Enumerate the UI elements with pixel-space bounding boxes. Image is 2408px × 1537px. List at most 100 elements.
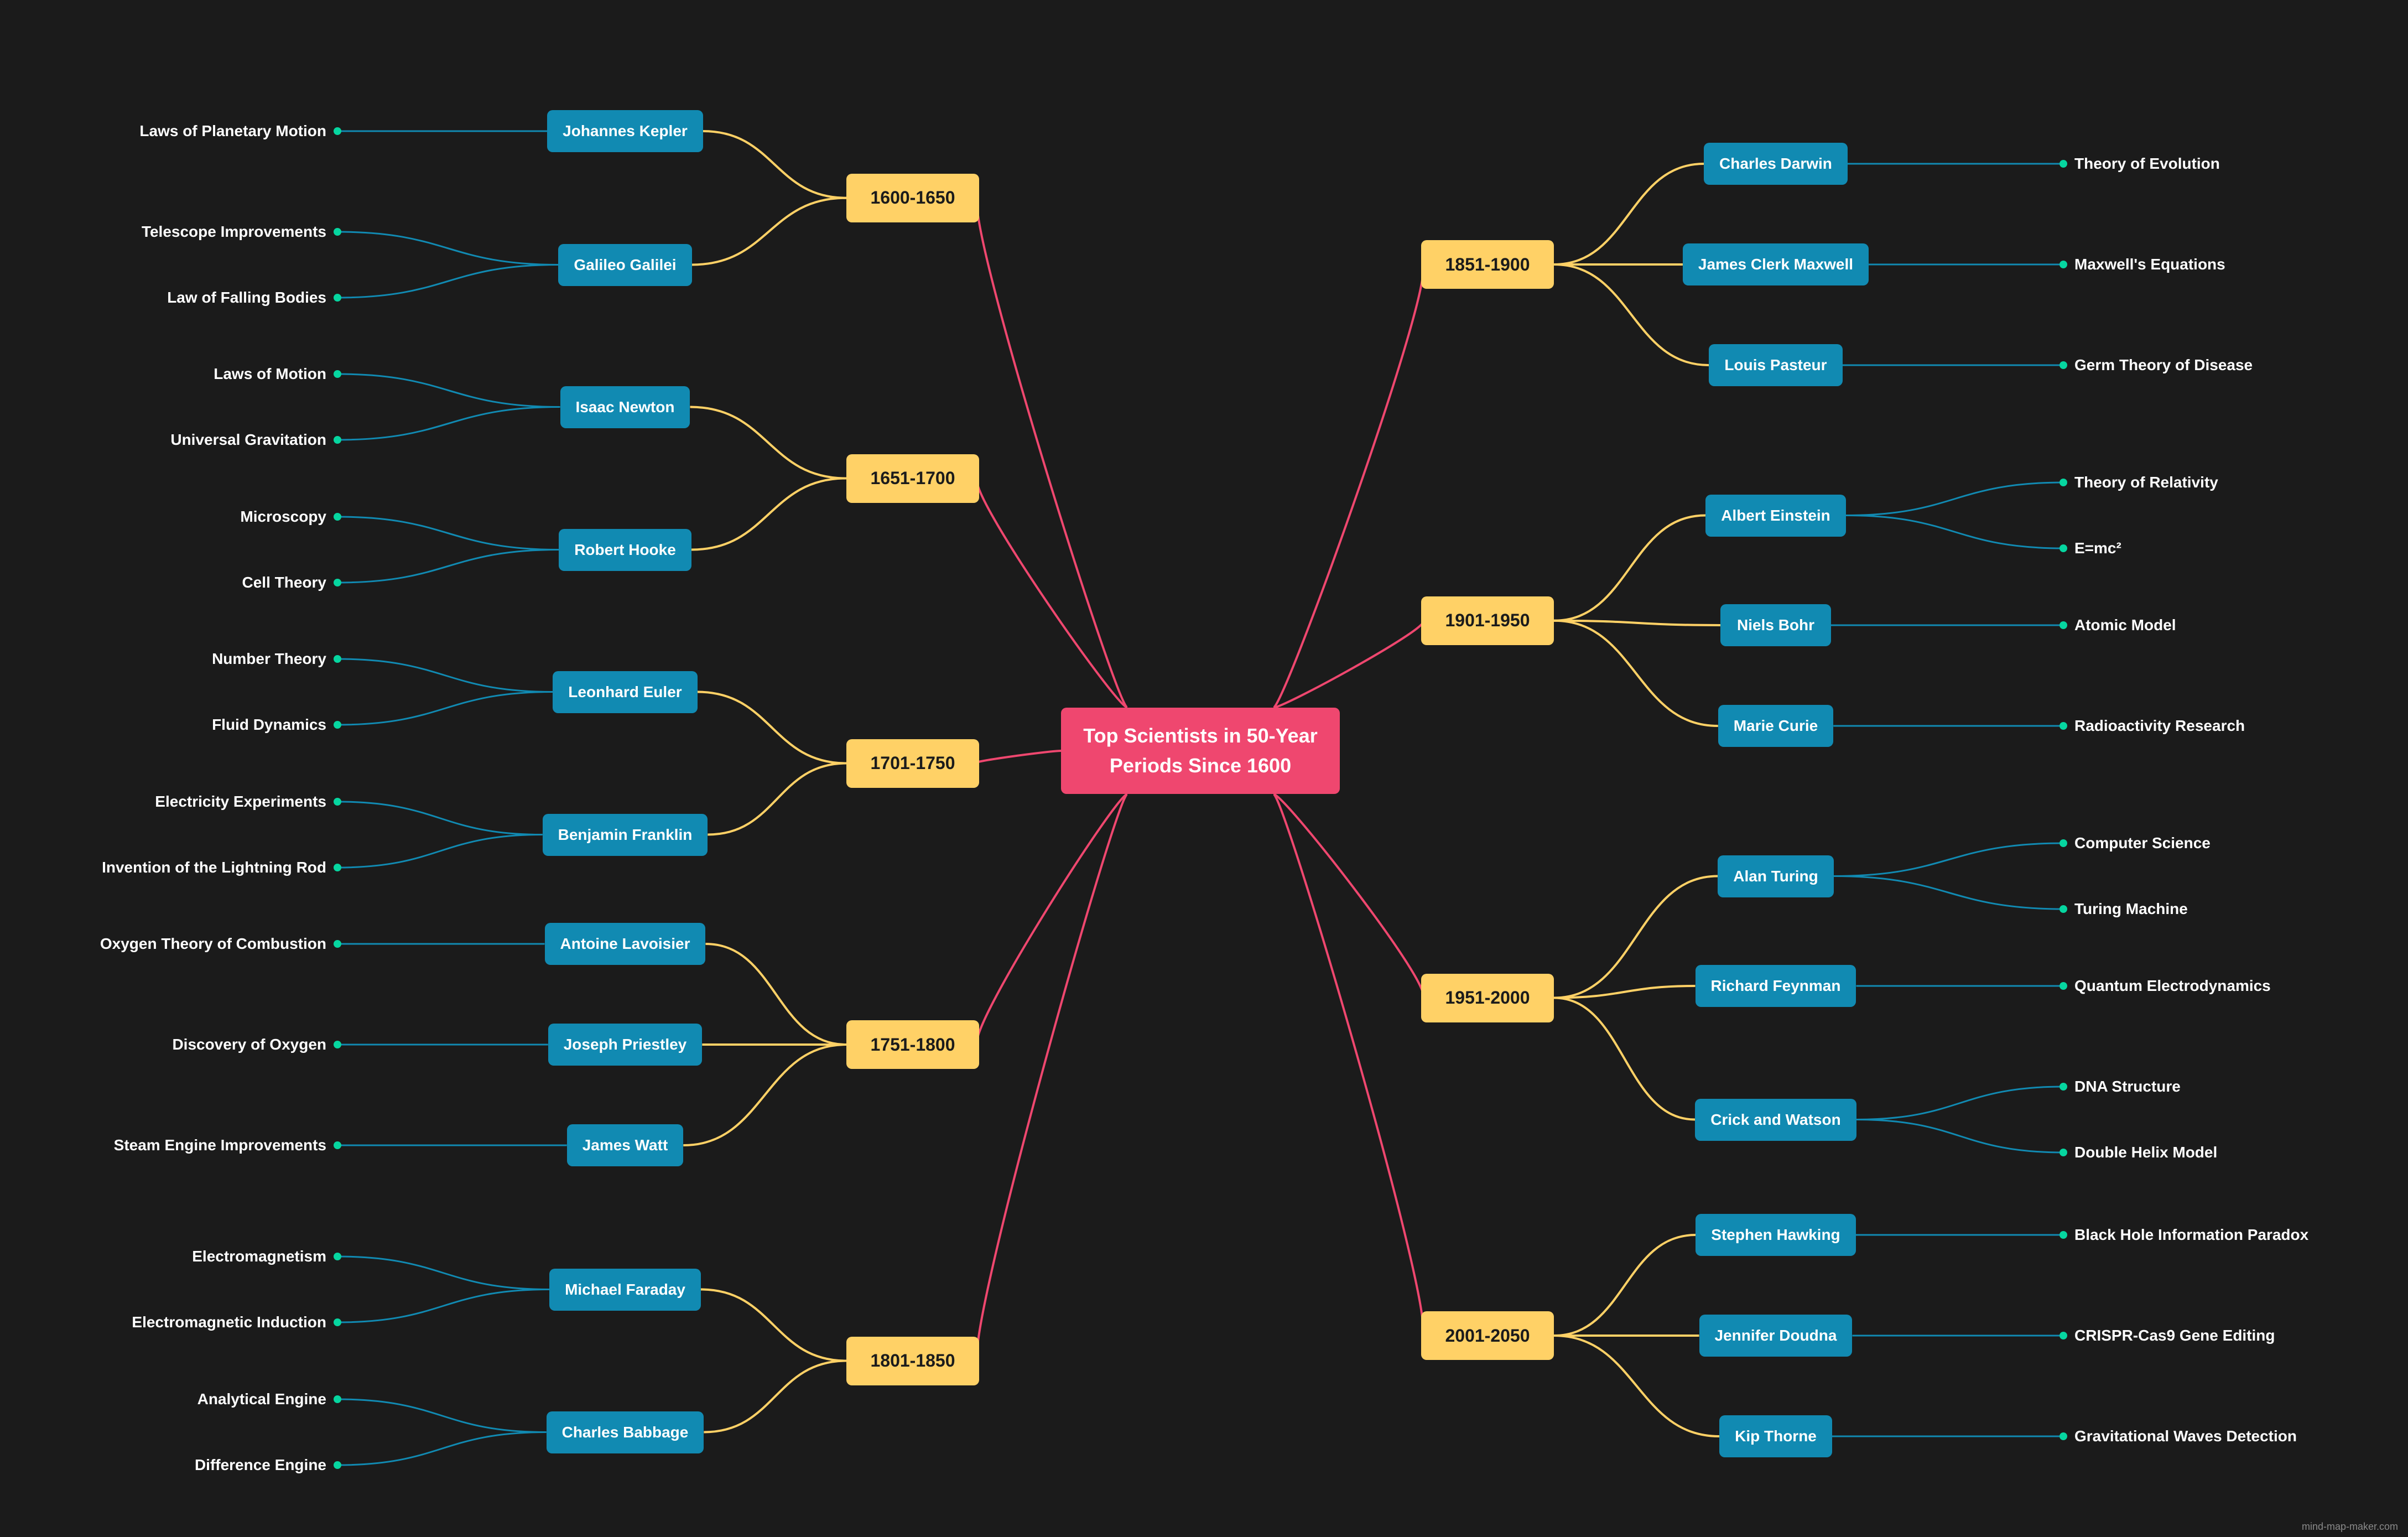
leaf-dot	[2059, 1083, 2067, 1091]
work-double-helix-model[interactable]: Double Helix Model	[2074, 1144, 2218, 1161]
leaf-dot	[334, 1461, 341, 1469]
leaf-dot	[334, 940, 341, 948]
scientist-johannes-kepler[interactable]: Johannes Kepler	[547, 110, 703, 152]
leaf-dot	[2059, 1432, 2067, 1440]
period-1701-1750[interactable]: 1701-1750	[846, 739, 979, 788]
scientist-louis-pasteur[interactable]: Louis Pasteur	[1709, 344, 1843, 386]
scientist-connector	[708, 762, 847, 836]
work-number-theory[interactable]: Number Theory	[212, 650, 326, 667]
work-connector	[337, 691, 553, 726]
work-theory-of-relativity[interactable]: Theory of Relativity	[2074, 474, 2218, 491]
work-universal-gravitation[interactable]: Universal Gravitation	[170, 431, 326, 448]
period-1851-1900[interactable]: 1851-1900	[1421, 240, 1554, 289]
work-maxwell-s-equations[interactable]: Maxwell's Equations	[2074, 256, 2225, 273]
work-electromagnetic-induction[interactable]: Electromagnetic Induction	[132, 1313, 326, 1331]
period-connector	[1273, 793, 1424, 999]
work-discovery-of-oxygen[interactable]: Discovery of Oxygen	[172, 1036, 326, 1053]
period-connector	[976, 793, 1128, 1362]
work-fluid-dynamics[interactable]: Fluid Dynamics	[212, 716, 326, 733]
period-1651-1700[interactable]: 1651-1700	[846, 454, 979, 503]
scientist-joseph-priestley[interactable]: Joseph Priestley	[548, 1024, 703, 1066]
watermark-credit: mind-map-maker.com	[2301, 1521, 2398, 1532]
scientist-charles-darwin[interactable]: Charles Darwin	[1704, 143, 1848, 185]
leaf-dot	[2059, 905, 2067, 913]
leaf-dot	[334, 228, 341, 236]
work-atomic-model[interactable]: Atomic Model	[2074, 616, 2176, 634]
period-connector	[975, 750, 1062, 765]
scientist-connector	[683, 1043, 847, 1146]
scientist-benjamin-franklin[interactable]: Benjamin Franklin	[542, 813, 708, 856]
work-electricity-experiments[interactable]: Electricity Experiments	[155, 793, 326, 810]
period-connector	[1273, 619, 1424, 709]
period-2001-2050[interactable]: 2001-2050	[1421, 1311, 1554, 1360]
work-e-mc[interactable]: E=mc²	[2074, 539, 2121, 557]
period-1600-1650[interactable]: 1600-1650	[846, 173, 979, 222]
work-connector	[337, 834, 543, 869]
work-connector	[337, 658, 553, 693]
leaf-dot	[334, 579, 341, 586]
work-cell-theory[interactable]: Cell Theory	[242, 574, 326, 591]
work-crispr-cas9-gene-editing[interactable]: CRISPR-Cas9 Gene Editing	[2074, 1327, 2275, 1344]
work-oxygen-theory-of-combustion[interactable]: Oxygen Theory of Combustion	[100, 935, 326, 952]
leaf-dot	[334, 798, 341, 806]
work-computer-science[interactable]: Computer Science	[2074, 834, 2211, 851]
scientist-alan-turing[interactable]: Alan Turing	[1718, 855, 1834, 897]
scientist-robert-hooke[interactable]: Robert Hooke	[559, 528, 691, 571]
work-turing-machine[interactable]: Turing Machine	[2074, 900, 2188, 917]
work-telescope-improvements[interactable]: Telescope Improvements	[141, 223, 326, 240]
scientist-charles-babbage[interactable]: Charles Babbage	[546, 1411, 704, 1453]
scientist-galileo-galilei[interactable]: Galileo Galilei	[558, 243, 692, 286]
work-connector	[1833, 875, 2064, 910]
scientist-stephen-hawking[interactable]: Stephen Hawking	[1696, 1214, 1856, 1256]
work-invention-of-the-lightning-rod[interactable]: Invention of the Lightning Rod	[102, 859, 326, 876]
work-radioactivity-research[interactable]: Radioactivity Research	[2074, 717, 2245, 734]
leaf-dot	[2059, 722, 2067, 730]
root-topic[interactable]: Top Scientists in 50-Year Periods Since …	[1061, 708, 1340, 794]
scientist-connector	[705, 943, 847, 1046]
root-title: Top Scientists in 50-Year Periods Since …	[1083, 724, 1318, 777]
scientist-connector	[690, 406, 847, 480]
scientist-james-watt[interactable]: James Watt	[566, 1124, 684, 1166]
work-connector	[337, 1398, 547, 1433]
work-germ-theory-of-disease[interactable]: Germ Theory of Disease	[2074, 356, 2253, 373]
work-theory-of-evolution[interactable]: Theory of Evolution	[2074, 155, 2220, 172]
scientist-antoine-lavoisier[interactable]: Antoine Lavoisier	[544, 923, 706, 965]
leaf-dot	[2059, 1332, 2067, 1339]
leaf-dot	[334, 127, 341, 135]
work-law-of-falling-bodies[interactable]: Law of Falling Bodies	[167, 289, 326, 306]
scientist-richard-feynman[interactable]: Richard Feynman	[1695, 965, 1856, 1007]
scientist-kip-thorne[interactable]: Kip Thorne	[1719, 1415, 1832, 1457]
work-black-hole-information-paradox[interactable]: Black Hole Information Paradox	[2074, 1226, 2309, 1243]
work-quantum-electrodynamics[interactable]: Quantum Electrodynamics	[2074, 977, 2271, 994]
work-connector	[337, 231, 559, 266]
work-microscopy[interactable]: Microscopy	[240, 508, 326, 525]
scientist-connector	[1553, 1234, 1696, 1337]
period-1901-1950[interactable]: 1901-1950	[1421, 596, 1554, 645]
period-1751-1800[interactable]: 1751-1800	[846, 1020, 979, 1069]
scientist-isaac-newton[interactable]: Isaac Newton	[560, 386, 690, 428]
period-1801-1850[interactable]: 1801-1850	[846, 1336, 979, 1385]
work-connector	[337, 406, 560, 441]
scientist-connector	[704, 1359, 847, 1434]
scientist-marie-curie[interactable]: Marie Curie	[1718, 705, 1834, 747]
work-gravitational-waves-detection[interactable]: Gravitational Waves Detection	[2074, 1427, 2297, 1445]
work-laws-of-motion[interactable]: Laws of Motion	[214, 365, 326, 382]
work-electromagnetism[interactable]: Electromagnetism	[192, 1248, 326, 1265]
work-connector	[1833, 842, 2064, 877]
work-dna-structure[interactable]: DNA Structure	[2074, 1078, 2181, 1095]
scientist-jennifer-doudna[interactable]: Jennifer Doudna	[1699, 1315, 1853, 1357]
leaf-dot	[334, 1318, 341, 1326]
scientist-michael-faraday[interactable]: Michael Faraday	[549, 1268, 701, 1311]
scientist-leonhard-euler[interactable]: Leonhard Euler	[553, 671, 698, 713]
scientist-albert-einstein[interactable]: Albert Einstein	[1705, 494, 1846, 537]
period-connector	[976, 477, 1128, 709]
period-connector	[1272, 263, 1424, 709]
work-difference-engine[interactable]: Difference Engine	[194, 1456, 326, 1473]
work-analytical-engine[interactable]: Analytical Engine	[197, 1390, 326, 1408]
work-steam-engine-improvements[interactable]: Steam Engine Improvements	[113, 1136, 326, 1154]
scientist-james-clerk-maxwell[interactable]: James Clerk Maxwell	[1682, 243, 1869, 285]
work-laws-of-planetary-motion[interactable]: Laws of Planetary Motion	[139, 122, 326, 139]
period-1951-2000[interactable]: 1951-2000	[1421, 973, 1554, 1022]
scientist-crick-and-watson[interactable]: Crick and Watson	[1695, 1098, 1856, 1141]
scientist-niels-bohr[interactable]: Niels Bohr	[1720, 604, 1831, 646]
